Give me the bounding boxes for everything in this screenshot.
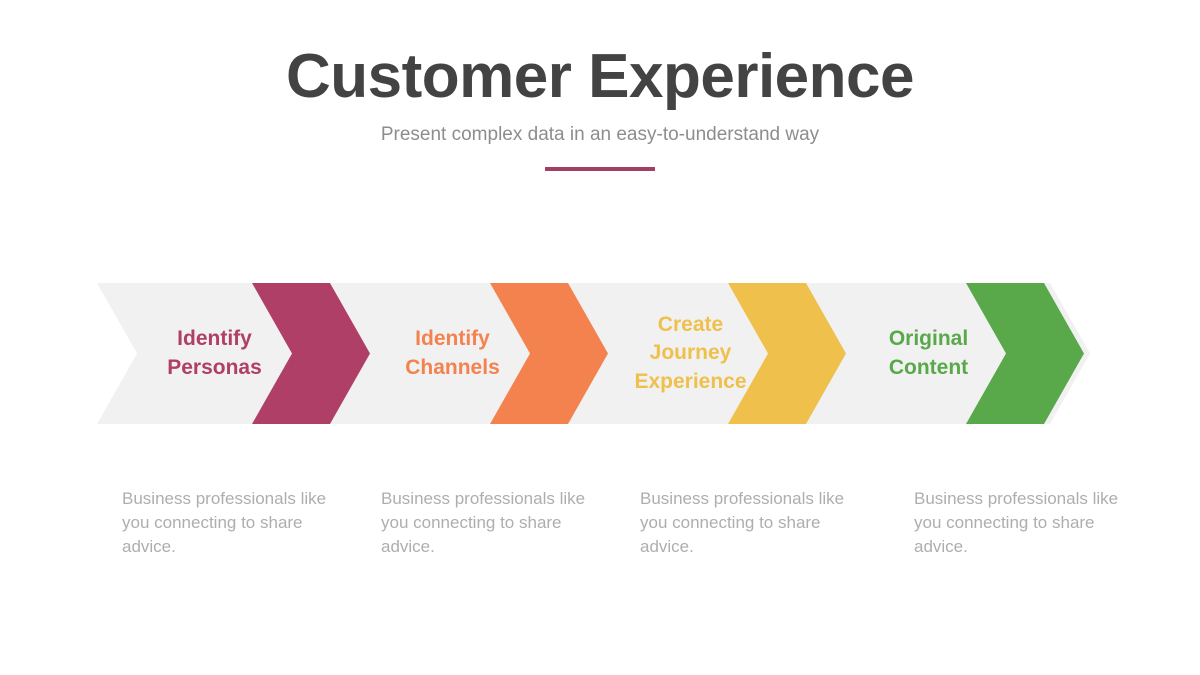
step-description-4: Business professionals like you connecti… (914, 489, 1119, 557)
slide-header: Customer Experience Present complex data… (0, 0, 1200, 171)
step-descriptions: Business professionals like you connecti… (0, 487, 1200, 577)
step-label-1[interactable]: Identify Personas (167, 326, 262, 379)
accent-rule-divider (545, 166, 655, 171)
process-chevron-band: Identify Personas Identify Channels Crea… (97, 283, 1090, 424)
page-title: Customer Experience (286, 42, 914, 111)
step-description-1: Business professionals like you connecti… (122, 489, 327, 557)
step-description-2: Business professionals like you connecti… (381, 489, 586, 557)
step-description-3: Business professionals like you connecti… (640, 489, 845, 557)
step-label-4[interactable]: Original Content (888, 326, 969, 379)
step-label-3[interactable]: Create Journey Experience (634, 312, 747, 393)
page-subtitle: Present complex data in an easy-to-under… (380, 123, 820, 145)
step-label-2[interactable]: Identify Channels (405, 326, 500, 379)
